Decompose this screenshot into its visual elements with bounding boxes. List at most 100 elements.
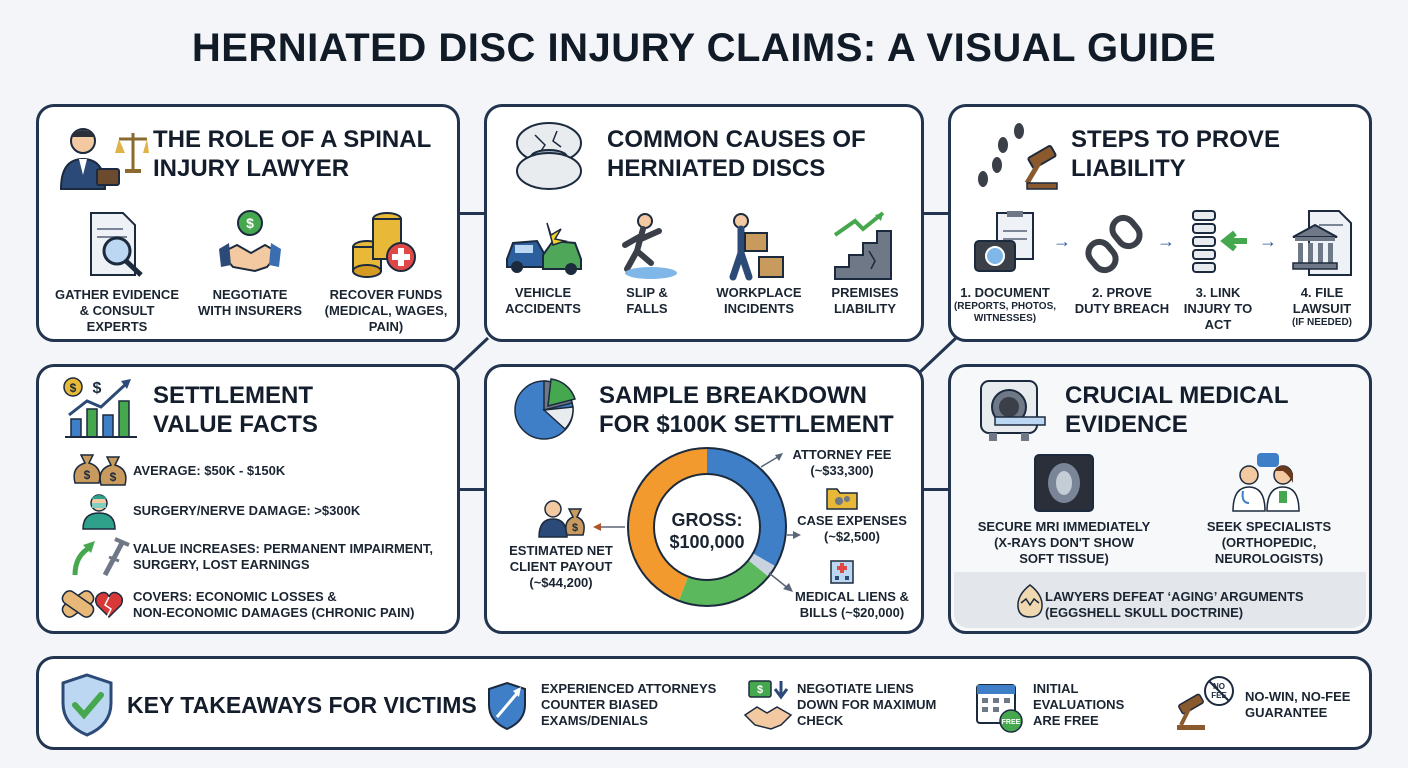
svg-text:FEE: FEE [1211, 691, 1227, 700]
money-bags-icon: $ $ [73, 454, 127, 486]
donut-outline [627, 447, 787, 607]
surgeon-icon [82, 494, 116, 530]
connector-line [458, 212, 486, 215]
settlement-fact: SURGERY/NERVE DAMAGE: >$300K [133, 503, 361, 518]
settlement-fact: VALUE INCREASES: PERMANENT IMPAIRMENT,SU… [133, 541, 433, 572]
svg-text:$: $ [84, 468, 91, 482]
document-magnifier-icon [90, 212, 143, 277]
attorney-fee-label: ATTORNEY FEE(~$33,300) [792, 447, 892, 478]
worker-box-icon [729, 213, 784, 281]
specialists-icon [1232, 453, 1300, 512]
svg-text:$: $ [70, 381, 77, 395]
folder-gears-icon [826, 488, 858, 510]
lawyer-icon [59, 128, 149, 190]
role-item-label: RECOVER FUNDS(MEDICAL, WAGES,PAIN) [324, 287, 448, 334]
shield-check-icon [61, 673, 113, 737]
crutch-arrow-icon [72, 537, 130, 577]
calendar-free-icon: FREE [976, 684, 1023, 733]
spinal-disc-icon [516, 122, 582, 190]
gavel-no-fee-icon: NO FEE [1177, 676, 1234, 730]
donut-center-label: GROSS:$100,000 [669, 510, 745, 552]
spine-arrow-icon [1192, 210, 1247, 273]
cracked-egg-icon [1017, 584, 1043, 618]
leader-lines [593, 453, 801, 592]
handshake-icon: $ [219, 210, 281, 273]
arrow-right-icon: → [1157, 231, 1175, 251]
step-item-sublabel: (IF NEEDED) [1292, 317, 1352, 328]
medical-item-label: SECURE MRI IMMEDIATELY(X-RAYS DON'T SHOW… [977, 519, 1151, 566]
svg-text:$: $ [246, 215, 254, 231]
donut-segment-1 [748, 553, 776, 577]
mri-scan-image-icon [1034, 454, 1094, 512]
courthouse-document-icon [1292, 210, 1352, 276]
step-item-sublabel: (REPORTS, PHOTOS,WITNESSES) [953, 301, 1057, 324]
settlement-fact: COVERS: ECONOMIC LOSSES &NON-ECONOMIC DA… [133, 589, 415, 620]
donut-segment-3 [628, 448, 708, 601]
svg-text:$: $ [572, 522, 578, 534]
hospital-icon [830, 560, 854, 584]
svg-text:$: $ [757, 684, 763, 696]
svg-text:NO: NO [1213, 682, 1225, 691]
camera-clipboard-icon [974, 211, 1034, 272]
step-item-label: 1. DOCUMENT [960, 285, 1050, 300]
connector-line [922, 488, 950, 491]
eggshell-doctrine-label: LAWYERS DEFEAT ‘AGING’ ARGUMENTS(EGGSHEL… [1045, 589, 1304, 620]
pie-chart-icon [514, 378, 576, 440]
money-down-handshake-icon: $ [743, 680, 793, 730]
shield-arrow-icon [488, 681, 526, 731]
connector-diagonal [450, 336, 490, 374]
car-crash-icon [506, 222, 582, 275]
donut-hole [653, 473, 761, 581]
connector-line [458, 488, 486, 491]
mri-scanner-icon [980, 380, 1046, 441]
panel-key-takeaways: KEY TAKEAWAYS FOR VICTIMS EXPERIENCED AT… [36, 656, 1372, 750]
svg-text:$: $ [93, 380, 102, 397]
arrow-right-icon: → [1259, 231, 1277, 251]
arrow-right-icon: → [1053, 231, 1071, 251]
svg-text:FREE: FREE [1002, 719, 1021, 726]
cause-item-label: SLIP &FALLS [626, 285, 668, 316]
page-title: HERNIATED DISC INJURY CLAIMS: A VISUAL G… [191, 26, 1217, 70]
growth-chart-icon: $ $ [63, 377, 137, 438]
takeaways-title: KEY TAKEAWAYS FOR VICTIMS [127, 692, 477, 718]
chain-link-icon [1085, 214, 1143, 274]
footsteps-gavel-icon [978, 123, 1058, 190]
client-money-icon: $ [538, 500, 585, 538]
donut-segment-2 [678, 559, 769, 606]
svg-text:$: $ [110, 470, 117, 484]
connector-line [922, 212, 950, 215]
slip-fall-icon [622, 213, 677, 279]
connector-diagonal [918, 336, 958, 374]
case-expenses-label: CASE EXPENSES(~$2,500) [797, 513, 907, 544]
bandage-heart-icon [61, 590, 124, 619]
settlement-fact: AVERAGE: $50K - $150K [133, 463, 286, 478]
coins-medical-icon [352, 212, 416, 278]
settlement-donut-chart [627, 447, 787, 607]
donut-segment-0 [706, 448, 786, 567]
medical-item-label: SEEK SPECIALISTS(ORTHOPEDIC,NEUROLOGISTS… [1206, 519, 1332, 566]
